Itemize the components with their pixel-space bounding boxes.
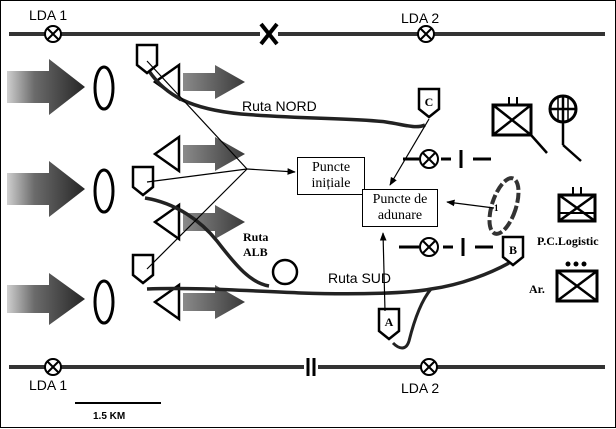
puncte-adunare-box: Puncte de adunare: [362, 189, 438, 227]
puncte-initiale-line1: Puncte: [311, 160, 351, 175]
pc-logistic-label: P.C.Logistic: [537, 234, 599, 248]
unit-1-oval: 1: [487, 176, 521, 236]
unit-triangle: [152, 202, 181, 242]
lda1-top-label: LDA 1: [29, 7, 67, 23]
point-b-label: B: [509, 243, 517, 257]
ruta-sud-label: Ruta SUD: [328, 270, 391, 286]
crossing-icon: [420, 358, 438, 376]
lda1-bottom-label: LDA 1: [29, 377, 67, 393]
assembly-connectors: [379, 118, 495, 312]
ruta-alb-label-2: ALB: [243, 245, 268, 259]
route-sud: [146, 261, 510, 296]
route-alb: [144, 196, 270, 288]
crossing-line-lower: [399, 237, 493, 257]
puncte-initiale-box: Puncte inițiale: [297, 157, 365, 195]
point-c-marker: C: [417, 87, 441, 119]
unit-triangle: [152, 282, 181, 322]
ruta-alb-label-1: Ruta: [243, 230, 268, 244]
movement-arrow: [183, 137, 245, 171]
movement-arrow: [183, 65, 245, 99]
approach-arrow: [7, 59, 85, 115]
bottom-boundary: LDA 1 LDA 2: [9, 357, 605, 396]
movement-arrow: [183, 205, 245, 239]
x-boundary-icon: [259, 22, 279, 46]
approach-arrow: [7, 273, 85, 325]
crossing-icon: [44, 25, 62, 43]
command-post-icon: [548, 94, 582, 162]
initial-point-marker: [131, 253, 155, 285]
scale-bar: 1.5 KM: [75, 402, 161, 422]
unit-oval: [93, 168, 115, 214]
crossing-line-upper: [403, 149, 491, 169]
puncte-initiale-line2: inițiale: [311, 176, 351, 191]
movement-arrow: [183, 285, 245, 319]
point-c-label: C: [425, 95, 434, 109]
point-a-label: A: [385, 315, 394, 329]
crossing-icon: [44, 358, 62, 376]
unit-box-symbol: [491, 97, 548, 154]
point-a-marker: A: [377, 307, 401, 341]
double-bar-icon: [304, 357, 318, 377]
point-b-marker: B: [501, 235, 525, 267]
top-boundary: LDA 1 LDA 2: [9, 7, 605, 46]
unit-triangle: [152, 134, 181, 174]
logistic-unit-symbol: [557, 187, 597, 223]
puncte-adunare-line1: Puncte de: [372, 192, 428, 207]
route-sud-branch: [391, 288, 433, 350]
crossing-icon: [417, 25, 435, 43]
scale-label: 1.5 KM: [93, 411, 125, 422]
lda2-top-label: LDA 2: [401, 10, 439, 26]
ruta-nord-label: Ruta NORD: [242, 98, 317, 114]
unit-number-label: 1: [494, 203, 499, 213]
puncte-adunare-line2: adunare: [377, 208, 423, 223]
lda2-bottom-label: LDA 2: [401, 380, 439, 396]
artillery-unit-symbol: [555, 261, 599, 303]
alb-circle: [271, 258, 299, 286]
initial-point-marker: [131, 165, 155, 197]
unit-oval: [93, 65, 115, 111]
approach-arrow: [7, 161, 85, 217]
route-nord: [147, 70, 426, 129]
initial-points-connectors: [146, 60, 296, 270]
ar-label: Ar.: [529, 282, 545, 296]
unit-oval: [93, 279, 115, 325]
